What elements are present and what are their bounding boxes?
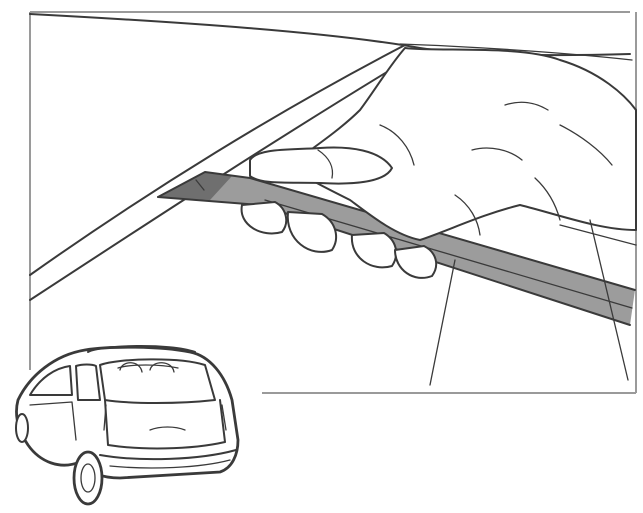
hand-icon <box>242 48 636 385</box>
car-rear-icon <box>16 346 238 504</box>
